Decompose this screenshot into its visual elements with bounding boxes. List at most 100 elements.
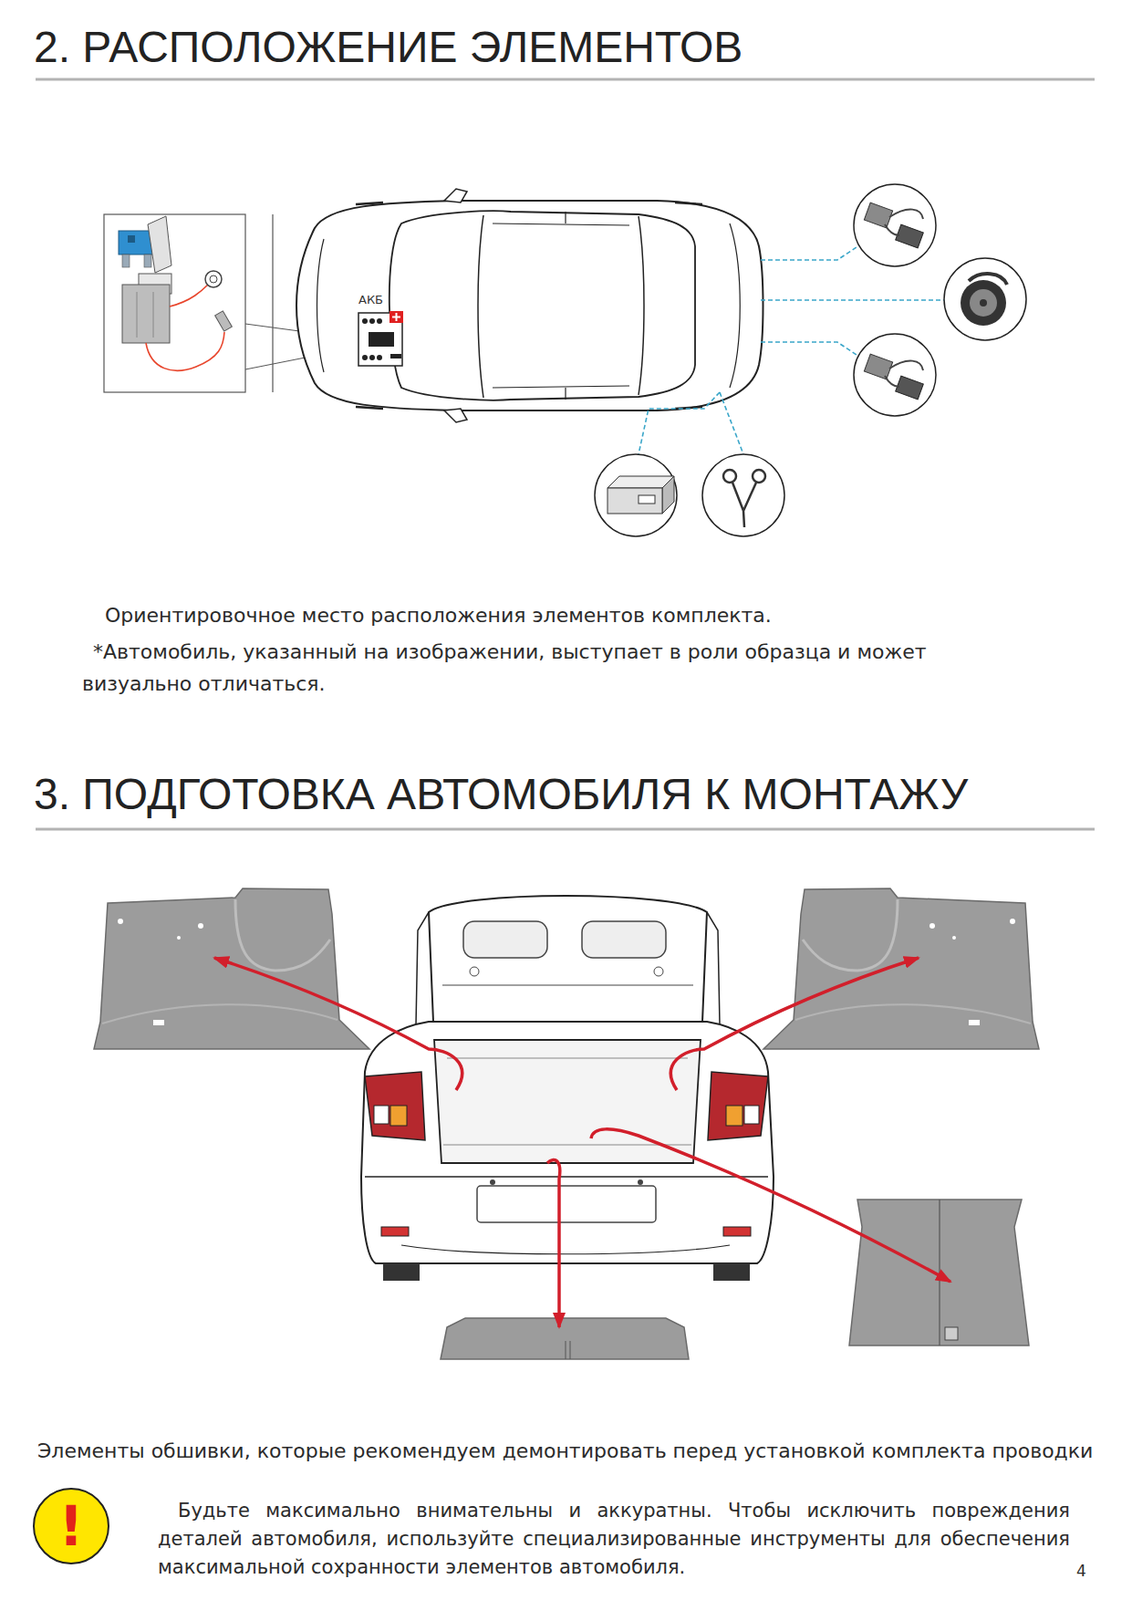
fuse-inset — [103, 214, 246, 393]
connector-callout — [895, 375, 925, 400]
battery-symbol — [390, 353, 402, 359]
heading-rule — [35, 78, 1095, 82]
car-rear-view — [383, 1263, 420, 1281]
car-rear-view — [707, 1071, 769, 1141]
car-rear-view — [463, 921, 548, 958]
socket-callout — [960, 280, 1007, 326]
removal-arrow — [214, 957, 951, 1328]
battery-symbol — [358, 312, 403, 366]
warning-sign: ! — [32, 1487, 110, 1565]
trunk-floor-panel — [849, 1199, 1029, 1346]
car-top-view — [638, 216, 644, 395]
car-rear-view — [477, 1185, 656, 1223]
car-top-view — [444, 408, 468, 423]
dashed-leader — [638, 241, 945, 455]
connector-callout — [853, 184, 936, 267]
car-top-view — [444, 188, 468, 203]
car-top-view — [317, 238, 325, 373]
fuse-inset — [122, 254, 130, 268]
rear-sill-trim — [440, 1318, 689, 1360]
dashed-leader — [760, 241, 865, 260]
car-rear-view — [581, 921, 666, 958]
socket-callout — [979, 299, 987, 307]
rear-sill-trim — [440, 1318, 689, 1360]
connector-callout — [863, 202, 893, 229]
dashed-leader — [638, 392, 720, 455]
car-top-view — [564, 211, 566, 400]
rear-sill-trim — [565, 1340, 567, 1360]
dashed-leader — [760, 342, 865, 361]
battery-symbol — [362, 354, 368, 361]
car-top-view — [492, 223, 630, 388]
ground-wire-callout — [723, 469, 737, 483]
fuse-inset — [145, 332, 225, 371]
part-label: АКБ — [358, 292, 384, 307]
page-number: 4 — [1076, 1561, 1087, 1580]
car-rear-view — [654, 966, 664, 977]
car-rear-view — [489, 1179, 496, 1185]
fuse-inset — [127, 235, 136, 243]
battery-symbol — [376, 354, 383, 361]
ground-wire-callout — [732, 482, 757, 528]
rear-sill-trim — [570, 1340, 572, 1360]
car-rear-view — [401, 1245, 730, 1255]
heading-rule — [35, 828, 1095, 831]
fuse-inset — [136, 291, 138, 338]
connector-callout — [884, 209, 924, 236]
car-rear-view — [390, 1105, 407, 1126]
dashed-leader — [719, 392, 744, 455]
fuse-inset — [215, 311, 233, 332]
control-unit-callout — [607, 488, 663, 514]
car-rear-view — [364, 1175, 769, 1178]
car-rear-view — [469, 966, 479, 977]
socket-callout — [969, 289, 997, 317]
fuse-inset — [147, 216, 172, 273]
fuse-inset — [169, 284, 208, 307]
ground-wire-callout — [752, 469, 766, 483]
removal-arrow — [670, 957, 919, 1091]
fuse-inset — [122, 284, 170, 343]
car-top-view — [355, 202, 703, 409]
ground-wire-callout — [702, 454, 785, 537]
figure-note: Ориентировочное место расположения элеме… — [104, 603, 772, 627]
car-rear-view — [373, 1105, 389, 1124]
connector-callout — [853, 333, 936, 416]
connector-callout — [853, 184, 936, 267]
connector-callout — [895, 224, 925, 249]
car-rear-view — [364, 1071, 426, 1141]
car-top-view — [296, 188, 764, 423]
socket-callout — [968, 273, 1008, 285]
trunk-floor-panel — [938, 1199, 940, 1346]
car-rear-view — [381, 1226, 409, 1236]
fuse-inset — [153, 291, 155, 338]
car-rear-view — [443, 1058, 692, 1145]
socket-callout — [944, 258, 1027, 341]
control-unit-callout — [662, 476, 675, 514]
car-top-view — [389, 210, 696, 400]
connector-callout — [853, 333, 936, 416]
side-trim-panel — [93, 888, 370, 1049]
figure-caption: Элементы обшивки, которые рекомендуем де… — [37, 1439, 1093, 1463]
car-rear-view — [361, 1021, 774, 1264]
control-unit-callout — [638, 495, 655, 504]
fuse-inset — [103, 214, 246, 393]
car-rear-view — [723, 1226, 751, 1236]
section-heading: 2. РАСПОЛОЖЕНИЕ ЭЛЕМЕНТОВ — [33, 21, 743, 73]
warning-text: Будьте максимально внимательны и аккурат… — [157, 1496, 1070, 1582]
battery-symbol — [362, 318, 368, 324]
car-rear-view — [361, 895, 774, 1281]
fuse-inset — [205, 270, 222, 288]
control-unit-callout — [594, 454, 677, 537]
ground-wire-callout — [702, 454, 785, 537]
battery-symbol — [395, 312, 398, 322]
warning-mark: ! — [58, 1498, 84, 1554]
car-rear-view — [713, 1263, 750, 1281]
fuse-inset — [209, 275, 218, 283]
battery-symbol — [358, 311, 404, 366]
connector-callout — [884, 361, 924, 387]
dashed-leader — [760, 299, 945, 302]
battery-symbol — [368, 332, 395, 347]
car-rear-view — [428, 895, 707, 1022]
